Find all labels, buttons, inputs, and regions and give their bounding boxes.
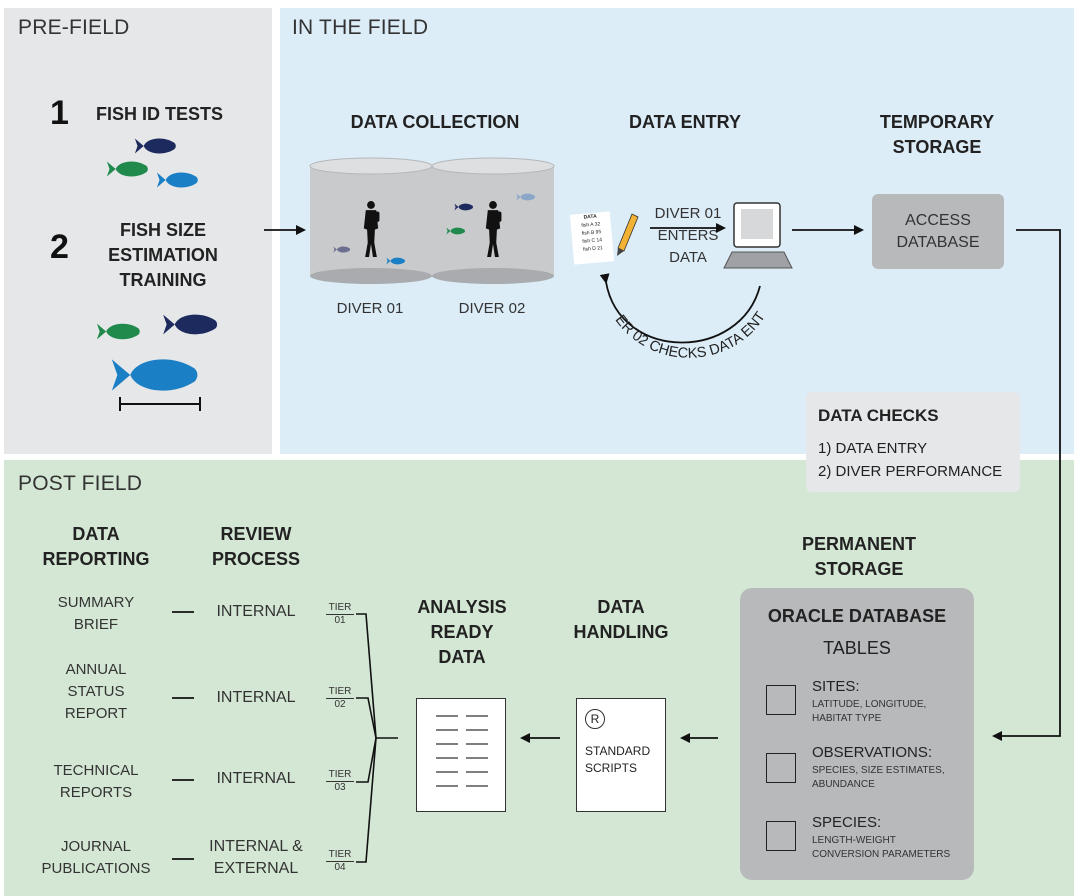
post-field-title: POST FIELD <box>18 472 143 495</box>
fish-blue-big-icon <box>111 359 198 391</box>
fish-green-large-icon <box>96 323 140 340</box>
sites-detail: LATITUDE, LONGITUDE, HABITAT TYPE <box>812 699 927 724</box>
species-checkbox-icon <box>766 821 796 851</box>
fish-navy-large-icon <box>163 314 218 335</box>
review-internal-3: INTERNAL <box>216 770 296 787</box>
sites-checkbox-icon <box>766 685 796 715</box>
pencil-icon <box>617 213 639 256</box>
diver-01-enters-data-label: DIVER 01 ENTERS DATA <box>654 205 722 266</box>
species-label: SPECIES: <box>812 814 882 831</box>
computer-icon <box>723 202 793 269</box>
fish-size-training-label: FISH SIZE ESTIMATION TRAINING <box>108 220 218 290</box>
data-checks-item-1: 1) DATA ENTRY <box>818 440 928 457</box>
fish-green-icon <box>106 161 148 177</box>
diver-02-label: DIVER 02 <box>458 300 526 317</box>
data-entry-heading: DATA ENTRY <box>629 112 741 132</box>
fish-size-icons <box>96 314 218 411</box>
fish-blue-icon <box>156 172 198 188</box>
fish-id-tests-label: FISH ID TESTS <box>96 104 224 124</box>
data-checks-item-2: 2) DIVER PERFORMANCE <box>818 463 1003 480</box>
standard-scripts-document: R STANDARD SCRIPTS <box>576 698 666 812</box>
review-internal-2: INTERNAL <box>216 689 296 706</box>
analysis-doc-lines <box>436 715 488 787</box>
r-logo-icon: R <box>585 709 605 729</box>
species-detail: LENGTH-WEIGHT CONVERSION PARAMETERS <box>812 835 951 860</box>
observations-detail: SPECIES, SIZE ESTIMATES, ABUNDANCE <box>812 765 945 790</box>
review-internal-1: INTERNAL <box>216 603 296 620</box>
step-1-number: 1 <box>50 94 69 132</box>
review-process-heading: REVIEW PROCESS <box>211 524 301 569</box>
fish-navy-icon <box>134 138 176 154</box>
analysis-ready-data-heading: ANALYSIS READY DATA <box>417 597 507 667</box>
tier-03-label: TIER 03 <box>326 769 354 794</box>
step-2-number: 2 <box>50 228 69 266</box>
data-handling-heading: DATA HANDLING <box>573 597 669 642</box>
data-checks-box: DATA CHECKS 1) DATA ENTRY 2) DIVER PERFO… <box>806 392 1020 492</box>
size-scale-bar-icon <box>119 397 201 411</box>
data-collection-heading: DATA COLLECTION <box>350 112 520 132</box>
observations-checkbox-icon <box>766 753 796 783</box>
oracle-database-box: ORACLE DATABASE TABLES SITES: LATITUDE, … <box>740 588 974 880</box>
data-checks-title: DATA CHECKS <box>818 406 939 425</box>
in-field-title: IN THE FIELD <box>292 16 429 39</box>
tier-02-label: TIER 02 <box>326 686 354 711</box>
tier-04-label: TIER 04 <box>326 849 354 874</box>
analysis-ready-document <box>416 698 506 812</box>
oracle-database-title: ORACLE DATABASE <box>767 606 947 626</box>
pre-field-title: PRE-FIELD <box>18 16 130 39</box>
survey-cylinder-2 <box>431 157 555 284</box>
access-database-box: ACCESS DATABASE <box>872 194 1004 269</box>
tier-01-label: TIER 01 <box>326 602 354 627</box>
temporary-storage-heading: TEMPORARY STORAGE <box>879 112 995 157</box>
observations-label: OBSERVATIONS: <box>812 744 933 761</box>
standard-scripts-label: STANDARD SCRIPTS <box>585 744 651 775</box>
report-dashes <box>172 611 194 860</box>
survey-cylinder-1 <box>309 157 433 284</box>
sites-label: SITES: <box>812 678 860 695</box>
data-reporting-heading: DATA REPORTING <box>42 524 150 569</box>
permanent-storage-heading: PERMANENT STORAGE <box>801 534 916 579</box>
diver-01-label: DIVER 01 <box>336 300 404 317</box>
tier-bracket <box>356 613 398 863</box>
review-internal-external: INTERNAL &EXTERNAL <box>209 838 303 877</box>
oracle-tables-label: TABLES <box>823 638 891 658</box>
fish-id-icons <box>106 138 198 188</box>
